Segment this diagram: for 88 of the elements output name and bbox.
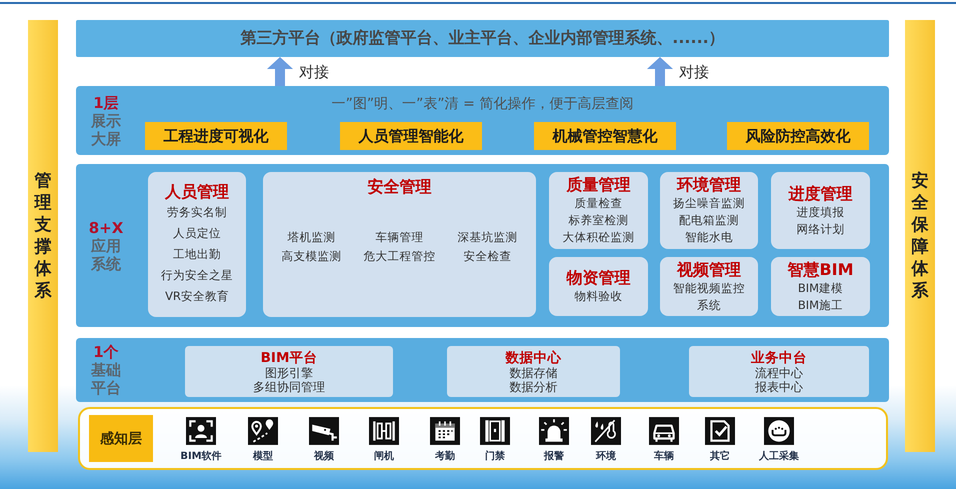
module-item: 高支模监测 xyxy=(282,248,342,265)
module-item: 危大工程管控 xyxy=(364,248,436,265)
module-title: 质量管理 xyxy=(566,175,630,195)
side-pillar xyxy=(28,20,58,452)
module-title: 环境管理 xyxy=(677,175,741,195)
icon-caption: 视频 xyxy=(314,451,334,463)
module-title: 业务中台 xyxy=(751,350,807,366)
module-title: 智慧BIM xyxy=(787,260,854,280)
module-card xyxy=(660,172,758,249)
module-item: 质量检查 xyxy=(574,195,622,212)
module-title: 进度管理 xyxy=(788,184,852,204)
module-item: 塔机监测 xyxy=(288,229,336,246)
icon-caption: 模型 xyxy=(253,451,273,463)
layer-band xyxy=(76,338,889,402)
layer-band xyxy=(76,86,889,155)
module-item: 数据分析 xyxy=(510,380,558,394)
layer-name: 应用系统 xyxy=(90,236,122,272)
pillar-label: 管理支撑体系 xyxy=(34,170,52,302)
layer-number: 8+X xyxy=(88,218,124,236)
edge-label: 对接 xyxy=(297,62,331,80)
module-title: 数据中心 xyxy=(506,350,562,366)
icon-caption: 人工采集 xyxy=(759,451,799,463)
module-item: 报表中心 xyxy=(755,380,803,394)
module-item: BIM建模 xyxy=(798,280,844,296)
module-card xyxy=(660,257,758,316)
module-card xyxy=(771,257,870,316)
module-card xyxy=(447,346,620,397)
module-item: 多组协同管理 xyxy=(253,380,325,394)
module-card xyxy=(263,172,536,317)
module-item: BIM施工 xyxy=(798,296,844,314)
layer-name: 展示大屏 xyxy=(90,112,122,148)
icon-caption: 其它 xyxy=(710,451,730,463)
layer-name: 基础平台 xyxy=(90,361,122,397)
module-title: 安全管理 xyxy=(368,177,432,197)
module-card xyxy=(771,172,870,249)
module-card xyxy=(549,257,648,316)
layer-panel xyxy=(78,407,888,470)
module-item: 网络计划 xyxy=(796,220,844,238)
module-card xyxy=(185,346,393,397)
arrow xyxy=(267,57,293,86)
banner-title: 第三方平台（政府监管平台、业主平台、企业内部管理系统、......） xyxy=(240,28,725,49)
icon-caption: 闸机 xyxy=(374,451,394,463)
icon-caption: 环境 xyxy=(596,451,616,463)
module-item: 数据存储 xyxy=(510,366,558,380)
icon-caption: 车辆 xyxy=(654,451,674,463)
module-item: 标养室检测 xyxy=(568,212,628,229)
module-item: 深基坑监测 xyxy=(458,229,518,246)
module-card xyxy=(549,172,648,249)
layer-slogan: 一”图”明、一”表”清 = 简化操作，便于高层查阅 xyxy=(332,96,634,112)
module-title: 物资管理 xyxy=(566,268,630,288)
module-item: 行为安全之星 xyxy=(161,267,233,284)
layer-band xyxy=(76,164,889,327)
module-item: 工地出勤 xyxy=(173,246,221,263)
icon-caption: 门禁 xyxy=(485,451,505,463)
icon-caption: 报警 xyxy=(544,451,564,463)
edge-label: 对接 xyxy=(677,62,711,80)
module-card xyxy=(148,172,246,317)
module-card xyxy=(689,346,869,397)
module-item: 图形引擎 xyxy=(265,366,313,380)
layer-number: 1个 xyxy=(93,343,119,361)
highlight-tag: 机械管控智慧化 xyxy=(534,122,676,150)
pillar-label: 安全保障体系 xyxy=(911,170,929,302)
module-item: 人员定位 xyxy=(173,225,221,242)
platform-banner xyxy=(76,20,889,57)
icon-caption: BIM软件 xyxy=(180,451,222,463)
module-title: 人员管理 xyxy=(165,182,229,202)
module-item: 大体积砼监测 xyxy=(562,229,634,246)
module-item: VR安全教育 xyxy=(165,288,229,305)
module-item: 智能视频监控系统 xyxy=(672,280,746,314)
highlight-tag: 风险防控高效化 xyxy=(727,122,869,150)
arrow xyxy=(647,57,673,86)
highlight-tag: 人员管理智能化 xyxy=(340,122,482,150)
module-title: 视频管理 xyxy=(677,260,741,280)
module-item: 劳务实名制 xyxy=(167,204,227,221)
module-item: 物料验收 xyxy=(574,288,622,305)
module-item: 车辆管理 xyxy=(376,229,424,246)
highlight-tag: 工程进度可视化 xyxy=(145,122,287,150)
module-item: 进度填报 xyxy=(796,204,844,220)
side-pillar xyxy=(905,20,935,452)
module-item: 流程中心 xyxy=(755,366,803,380)
module-item: 配电箱监测 xyxy=(679,212,739,229)
icon-caption: 考勤 xyxy=(435,451,455,463)
module-item: 扬尘噪音监测 xyxy=(673,195,745,212)
layer-number: 1层 xyxy=(93,94,119,112)
module-item: 安全检查 xyxy=(464,248,512,265)
layer-tag: 感知层 xyxy=(89,415,153,462)
module-title: BIM平台 xyxy=(260,350,318,366)
module-item: 智能水电 xyxy=(685,229,733,246)
